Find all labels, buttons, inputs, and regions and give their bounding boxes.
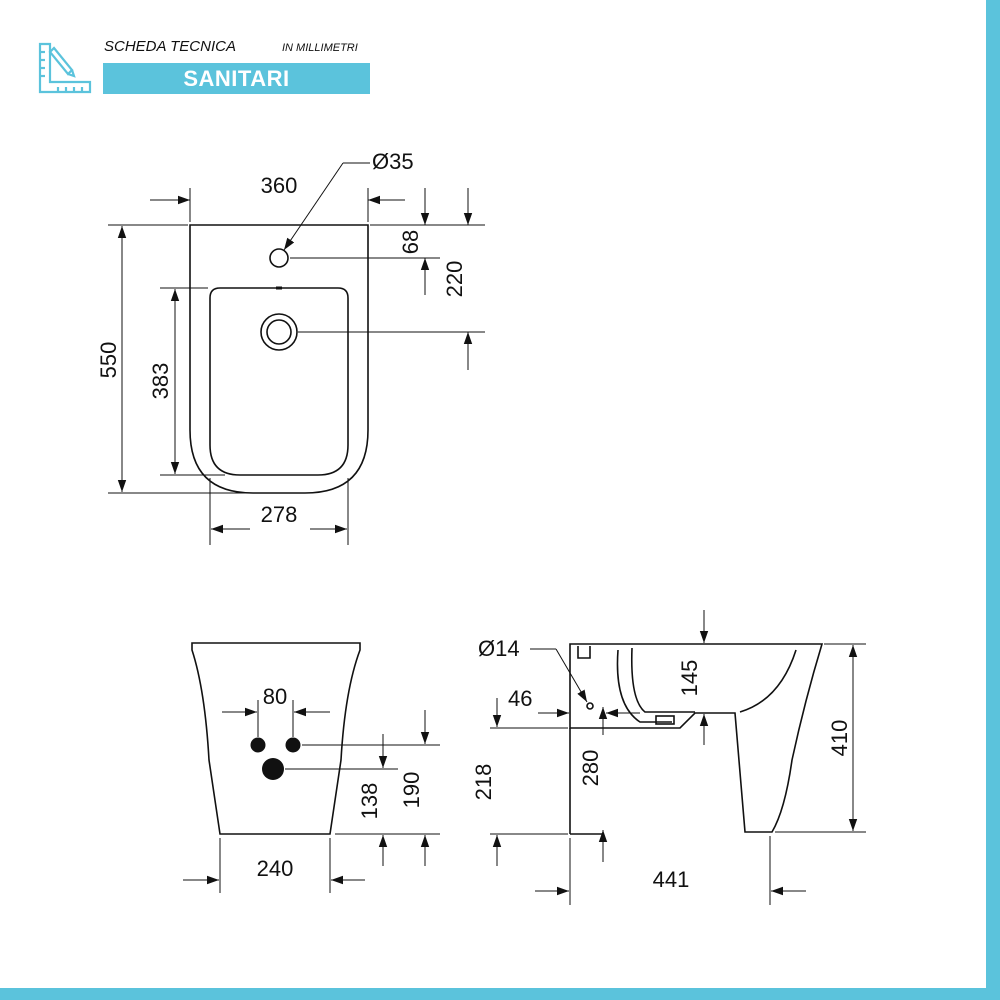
tap-hole <box>269 248 289 268</box>
top-view-dimensions <box>108 162 485 545</box>
dim-fixing-spacing: 80 <box>263 684 287 709</box>
dim-side-drain-height: 218 <box>471 764 496 801</box>
dim-bowl-length: 383 <box>148 363 173 400</box>
side-view <box>569 643 824 835</box>
dim-rim-depth: 145 <box>677 660 702 697</box>
frame-right-border <box>986 0 1000 1000</box>
dim-total-height: 410 <box>827 720 852 757</box>
dim-total-length: 550 <box>96 342 121 379</box>
dim-tap-hole-offset: 68 <box>398 230 423 254</box>
dim-base-width: 240 <box>257 856 294 881</box>
unit-note: IN MILLIMETRI <box>282 42 358 54</box>
top-view-bowl <box>209 287 349 476</box>
top-view <box>189 224 369 494</box>
dim-total-depth: 441 <box>653 867 690 892</box>
dim-top-width: 360 <box>261 173 298 198</box>
frame-bottom-border <box>0 988 1000 1000</box>
dim-overflow-diameter: Ø14 <box>478 636 520 661</box>
dim-rear-drain-height: 138 <box>357 783 382 820</box>
dim-bowl-width: 278 <box>261 502 298 527</box>
drain-outer <box>260 313 298 351</box>
top-view-outline <box>189 224 369 494</box>
side-view-dimensions <box>490 610 866 905</box>
rear-view-dimensions <box>183 700 440 893</box>
dim-tap-hole-diameter: Ø35 <box>372 149 414 174</box>
side-view-bowl <box>630 647 695 713</box>
rear-view <box>191 642 361 835</box>
drain-inner <box>266 319 292 345</box>
sheet-title: SCHEDA TECNICA <box>104 38 236 55</box>
category-banner: SANITARI <box>103 63 370 94</box>
fixing-hole-left <box>250 737 266 753</box>
side-view-outline <box>569 643 824 833</box>
dim-overflow-offset: 46 <box>508 686 532 711</box>
category-label: SANITARI <box>183 65 290 91</box>
dim-fixing-height: 190 <box>399 772 424 809</box>
drain-hole <box>262 758 284 780</box>
rear-view-holes <box>250 737 301 780</box>
dim-drain-offset: 220 <box>442 261 467 298</box>
fixing-hole-right <box>285 737 301 753</box>
dim-overflow-height: 280 <box>578 750 603 787</box>
rear-view-outline <box>191 642 361 835</box>
ruler-pencil-icon <box>38 42 92 94</box>
